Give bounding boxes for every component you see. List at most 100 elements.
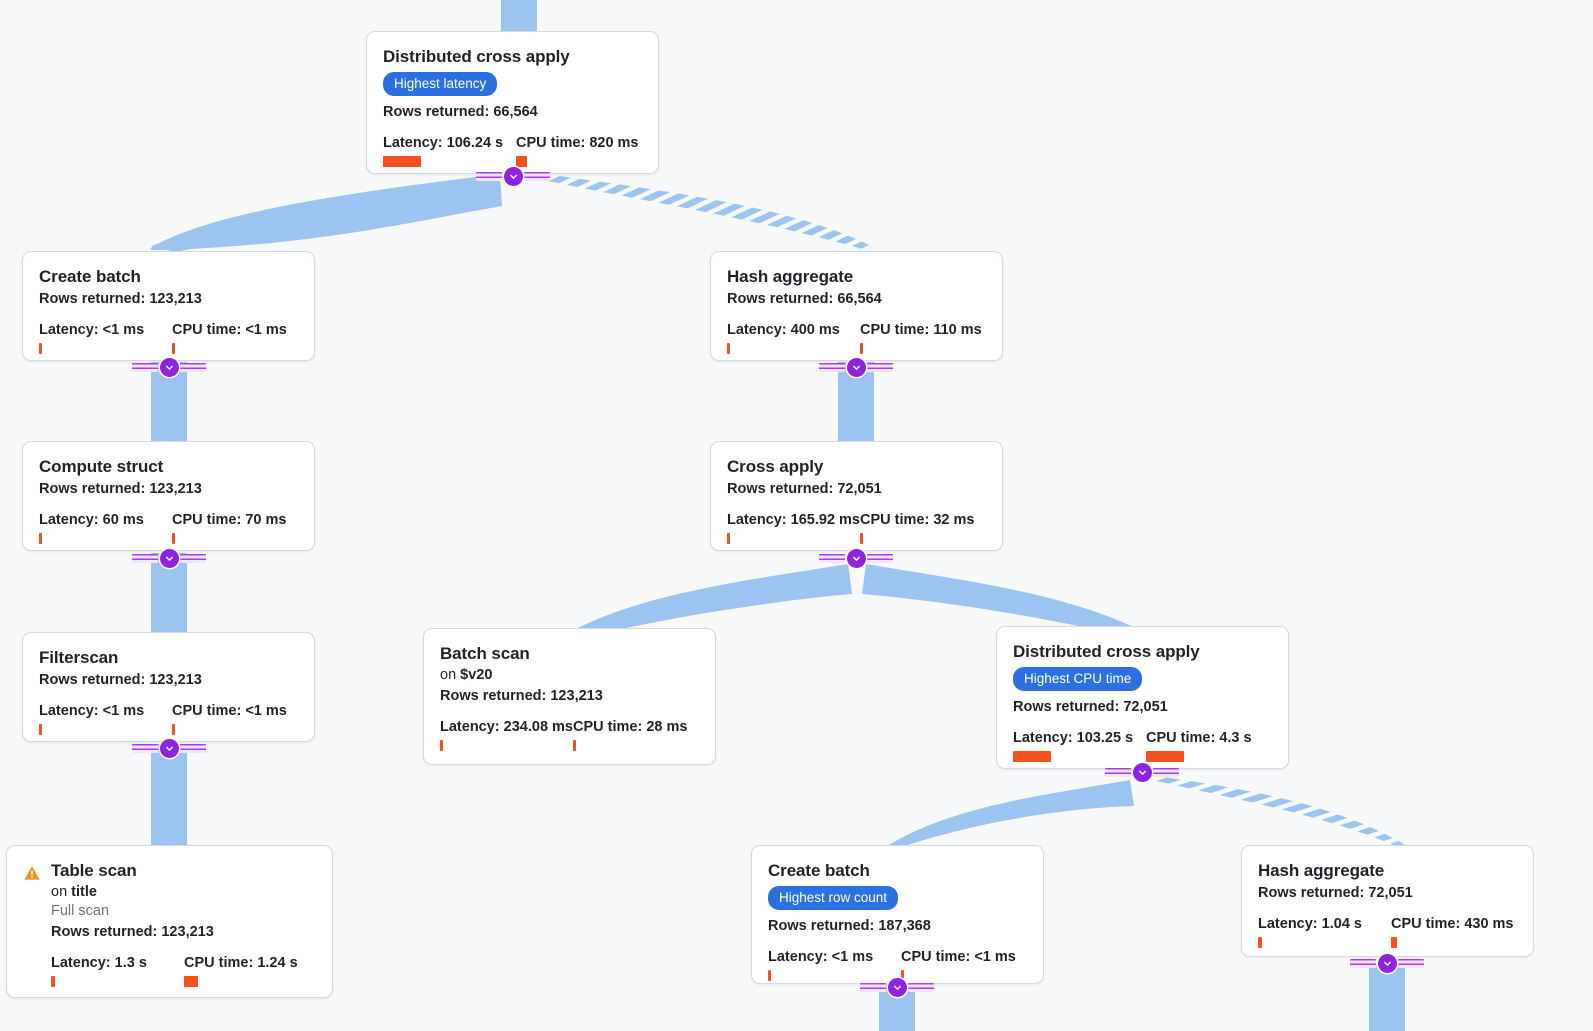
node-rows-returned: Rows returned: 66,564 (383, 104, 538, 120)
node-rows-returned: Rows returned: 123,213 (39, 672, 202, 688)
metric-cpu-time: CPU time: <1 ms (901, 948, 1016, 981)
metric-latency-bar (383, 156, 421, 167)
node-subject-value: $v20 (460, 667, 493, 683)
metric-cpu-time: CPU time: 1.24 s (184, 954, 298, 987)
node-rows-returned: Rows returned: 72,051 (1258, 885, 1413, 901)
chevron-down-icon[interactable] (159, 548, 179, 568)
connector-rail-right (524, 171, 550, 181)
metric-cpu-label: CPU time: <1 ms (172, 322, 287, 338)
node-metrics: Latency: 1.04 s CPU time: 430 ms (1258, 915, 1517, 948)
metric-latency-label: Latency: 165.92 ms (727, 512, 860, 528)
node-subject-prefix: on (51, 884, 72, 900)
metric-cpu-time: CPU time: <1 ms (172, 321, 287, 354)
metric-latency-bar (768, 970, 771, 981)
metric-cpu-time: CPU time: 820 ms (516, 134, 639, 167)
plan-node-create-batch-lower[interactable]: Create batch Highest row count Rows retu… (751, 845, 1044, 984)
metric-cpu-time: CPU time: <1 ms (172, 702, 287, 735)
metric-latency-bar (1013, 751, 1051, 762)
edge-inflow-root (501, 0, 537, 32)
chevron-down-icon[interactable] (1377, 953, 1397, 973)
edge-dca-to-hash-aggregate (1152, 776, 1405, 849)
metric-latency: Latency: 103.25 s (1013, 729, 1146, 762)
connector-rail-right (180, 553, 206, 563)
node-rows-returned: Rows returned: 187,368 (768, 918, 931, 934)
metric-cpu-bar (573, 740, 576, 751)
node-title: Hash aggregate (727, 267, 854, 286)
node-rows-returned: Rows returned: 123,213 (440, 688, 603, 704)
plan-node-compute-struct[interactable]: Compute struct Rows returned: 123,213 La… (22, 441, 315, 551)
metric-latency-bar (51, 976, 55, 987)
metric-cpu-label: CPU time: 820 ms (516, 135, 639, 151)
metric-cpu-label: CPU time: 1.24 s (184, 955, 298, 971)
metric-latency: Latency: <1 ms (768, 948, 901, 981)
metric-cpu-bar (172, 343, 175, 354)
metric-cpu-label: CPU time: 70 ms (172, 512, 287, 528)
metric-cpu-bar (172, 533, 175, 544)
metric-latency-label: Latency: 1.3 s (51, 955, 147, 971)
plan-node-hash-aggregate-upper[interactable]: Hash aggregate Rows returned: 66,564 Lat… (710, 251, 1003, 361)
metric-cpu-time: CPU time: 28 ms (573, 718, 687, 751)
chevron-down-icon[interactable] (159, 357, 179, 377)
metric-cpu-label: CPU time: <1 ms (172, 703, 287, 719)
metric-cpu-bar (901, 970, 904, 981)
metric-cpu-time: CPU time: 32 ms (860, 511, 974, 544)
connector-rail-right (180, 743, 206, 753)
metric-latency-label: Latency: 234.08 ms (440, 719, 573, 735)
node-title: Filterscan (39, 648, 119, 667)
node-title: Table scan (51, 861, 137, 880)
edge-root-to-create-batch (152, 176, 500, 252)
metric-latency-bar (39, 724, 42, 735)
chevron-down-icon[interactable] (503, 166, 523, 186)
plan-node-distributed-cross-apply-lower[interactable]: Distributed cross apply Highest CPU time… (996, 626, 1289, 769)
connector-rail-left (132, 743, 158, 753)
node-title: Cross apply (727, 457, 824, 476)
node-metrics: Latency: 1.3 s CPU time: 1.24 s (51, 954, 316, 987)
metric-cpu-bar (860, 343, 863, 354)
metric-cpu-time: CPU time: 110 ms (860, 321, 982, 354)
metric-cpu-label: CPU time: 110 ms (860, 322, 982, 338)
plan-node-create-batch[interactable]: Create batch Rows returned: 123,213 Late… (22, 251, 315, 361)
plan-node-filterscan[interactable]: Filterscan Rows returned: 123,213 Latenc… (22, 632, 315, 742)
node-rows-returned: Rows returned: 72,051 (1013, 699, 1168, 715)
metric-cpu-label: CPU time: 430 ms (1391, 916, 1514, 932)
node-metrics: Latency: 60 ms CPU time: 70 ms (39, 511, 298, 544)
metric-latency: Latency: 1.3 s (51, 954, 184, 987)
metric-latency-label: Latency: <1 ms (39, 322, 145, 338)
metric-cpu-time: CPU time: 4.3 s (1146, 729, 1252, 762)
edge-dca-to-create-batch (882, 780, 1134, 853)
chevron-down-icon[interactable] (887, 977, 907, 997)
chevron-down-icon[interactable] (846, 548, 866, 568)
node-metrics: Latency: 106.24 s CPU time: 820 ms (383, 134, 642, 167)
plan-node-hash-aggregate-lower[interactable]: Hash aggregate Rows returned: 72,051 Lat… (1241, 845, 1534, 957)
metric-latency-bar (727, 533, 730, 544)
edge-hash-aggregate-outflow (1369, 966, 1405, 1031)
node-subject: on title (51, 883, 316, 902)
status-badge-highest-row-count: Highest row count (768, 886, 899, 910)
node-metrics: Latency: 103.25 s CPU time: 4.3 s (1013, 729, 1272, 762)
plan-node-batch-scan[interactable]: Batch scan on $v20 Rows returned: 123,21… (423, 628, 716, 765)
node-title: Compute struct (39, 457, 164, 476)
plan-node-distributed-cross-apply-root[interactable]: Distributed cross apply Highest latency … (366, 31, 659, 174)
metric-latency-label: Latency: 400 ms (727, 322, 840, 338)
metric-cpu-bar (184, 976, 198, 987)
plan-node-table-scan[interactable]: Table scan on title Full scan Rows retur… (6, 845, 333, 998)
chevron-down-icon[interactable] (159, 738, 179, 758)
node-rows-returned: Rows returned: 123,213 (39, 291, 202, 307)
metric-latency: Latency: 234.08 ms (440, 718, 573, 751)
edge-root-to-create-batch-body (150, 174, 502, 250)
node-rows-returned: Rows returned: 123,213 (51, 924, 214, 940)
metric-latency: Latency: 1.04 s (1258, 915, 1391, 948)
metric-cpu-label: CPU time: 4.3 s (1146, 730, 1252, 746)
plan-node-cross-apply[interactable]: Cross apply Rows returned: 72,051 Latenc… (710, 441, 1003, 551)
metric-latency-bar (39, 343, 42, 354)
node-metrics: Latency: 400 ms CPU time: 110 ms (727, 321, 986, 354)
metric-cpu-bar (516, 156, 527, 167)
node-subject-prefix: on (440, 667, 461, 683)
chevron-down-icon[interactable] (1132, 762, 1152, 782)
node-rows-returned: Rows returned: 66,564 (727, 291, 882, 307)
node-title: Batch scan (440, 644, 530, 663)
connector-rail-left (476, 171, 502, 181)
metric-latency: Latency: 400 ms (727, 321, 860, 354)
metric-cpu-bar (172, 724, 175, 735)
chevron-down-icon[interactable] (846, 357, 866, 377)
